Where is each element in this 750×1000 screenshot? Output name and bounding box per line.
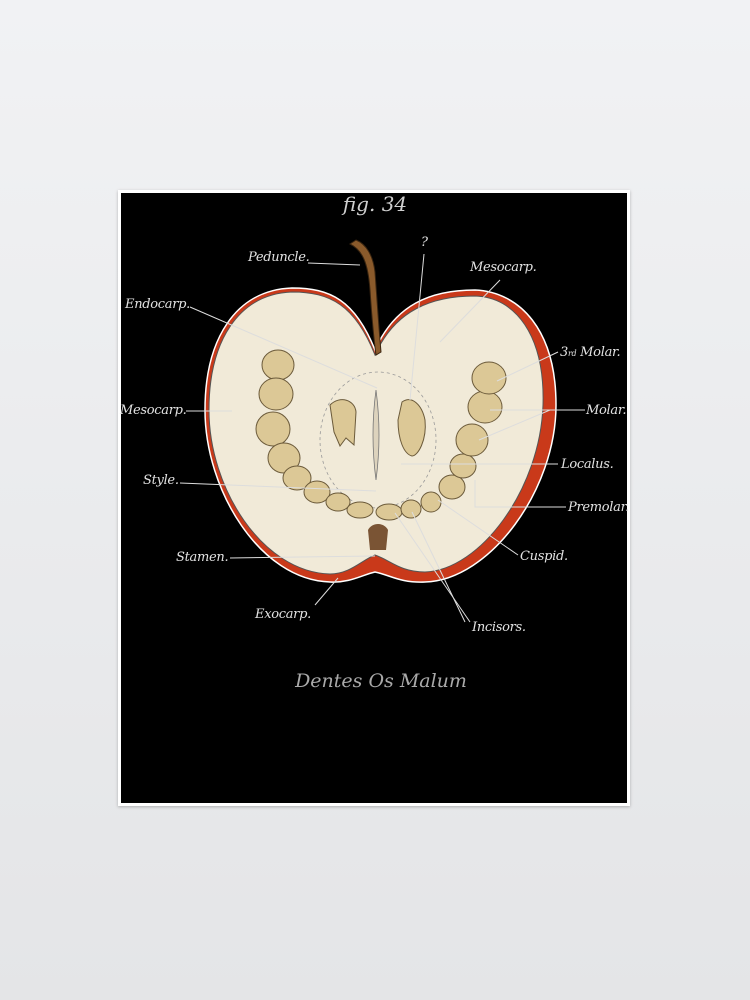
- label-exocarp: Exocarp.: [255, 607, 311, 622]
- leader-lines: [179, 253, 585, 623]
- third-molar-text: Molar.: [576, 345, 621, 360]
- label-endocarp: Endocarp.: [125, 297, 191, 312]
- label-incisors: Incisors.: [472, 620, 526, 635]
- label-localus: Localus.: [561, 457, 614, 472]
- figure-number: fig. 34: [342, 192, 408, 216]
- label-stamen: Stamen.: [176, 550, 229, 565]
- third-molar-suffix: rd: [567, 349, 577, 358]
- label-style: Style.: [143, 473, 179, 488]
- label-third-molar: 3rd Molar.: [560, 345, 621, 360]
- poster-subtitle: Dentes Os Malum: [295, 670, 467, 692]
- teeth: [255, 349, 507, 521]
- third-molar-number: 3: [560, 345, 568, 360]
- label-question: ?: [421, 235, 428, 250]
- label-mesocarp-right: Mesocarp.: [470, 260, 537, 275]
- label-peduncle: Peduncle.: [248, 250, 310, 265]
- label-molar: Molar.: [586, 403, 627, 418]
- stem: [349, 239, 382, 356]
- label-cuspid: Cuspid.: [520, 549, 568, 564]
- label-mesocarp-left: Mesocarp.: [120, 403, 187, 418]
- stamen: [368, 524, 388, 550]
- label-premolar: Premolar.: [568, 500, 629, 515]
